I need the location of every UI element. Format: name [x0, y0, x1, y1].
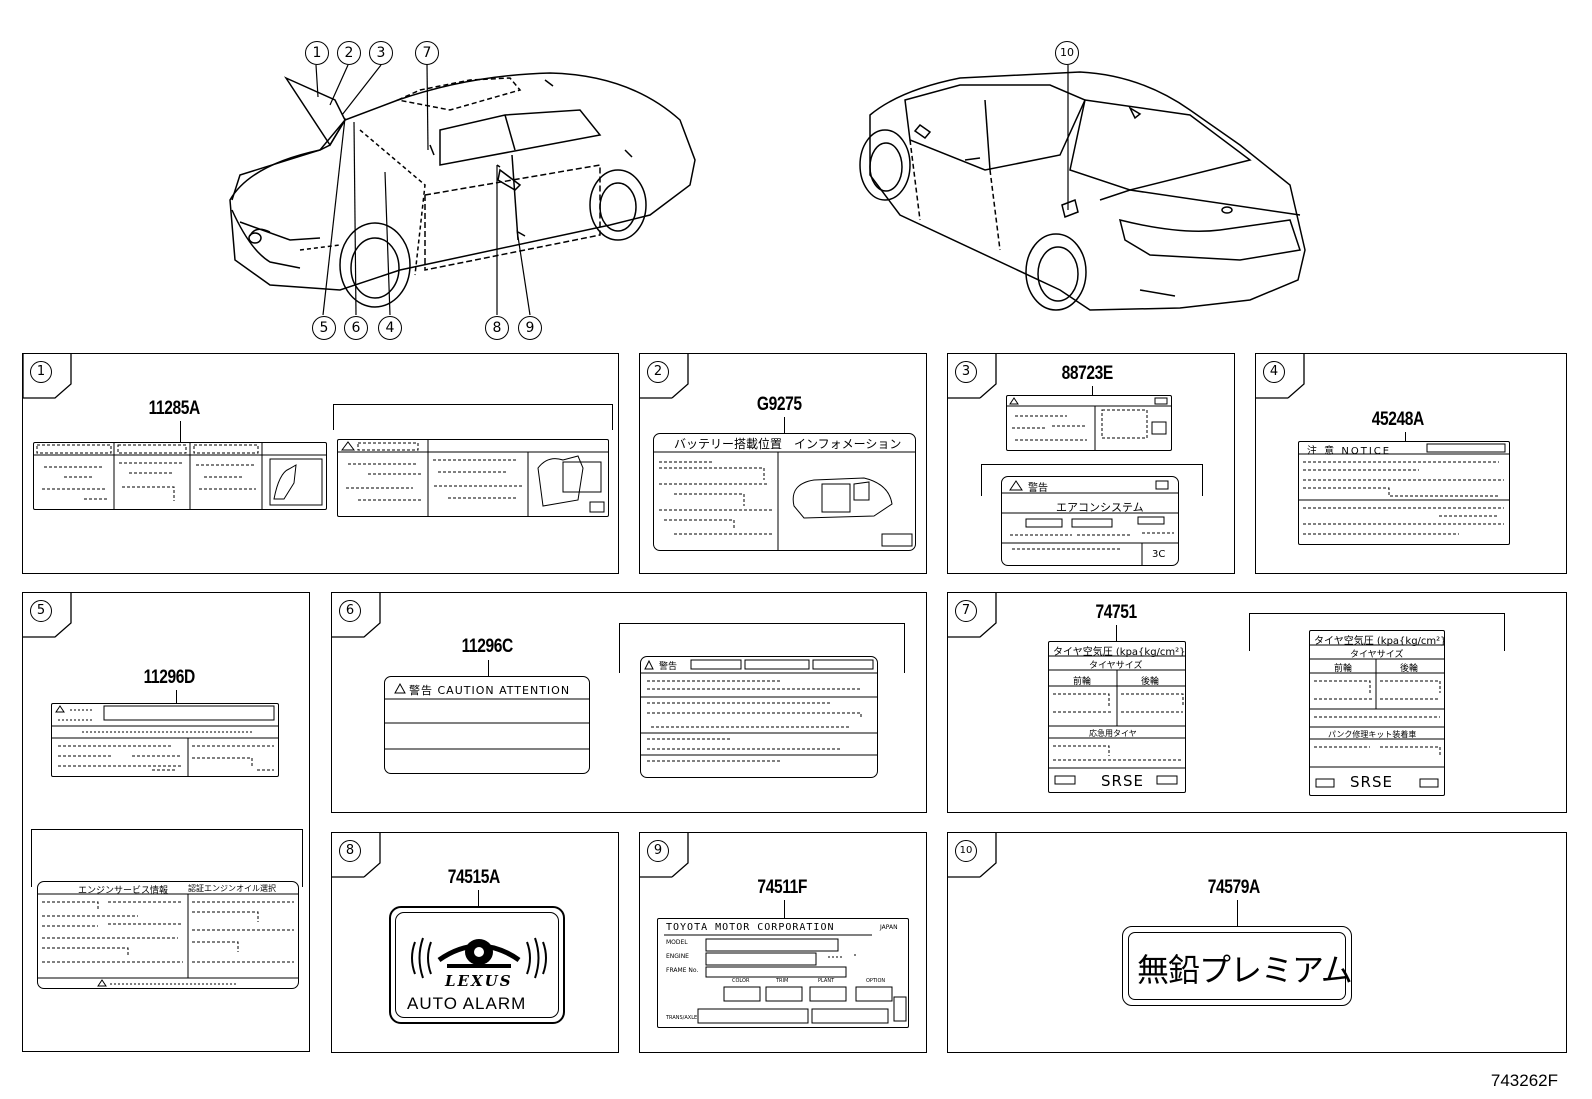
- callout-10: 10: [1055, 41, 1079, 65]
- plant-field-label: PLANT: [818, 978, 835, 984]
- srse-code: SRSE: [1101, 772, 1144, 790]
- part-number-45248A: 45248A: [1371, 409, 1425, 430]
- panel-number: 10: [955, 840, 977, 862]
- lexus-wordmark: LEXUS: [445, 972, 513, 990]
- label-engine-caution: [51, 703, 279, 777]
- panel-number: 2: [647, 361, 669, 383]
- panel-number: 1: [30, 361, 52, 383]
- tire-pressure-title: タイヤ空気圧 (kpa{kg/cm²}): [1053, 647, 1186, 658]
- caution-attention-header: 警告 CAUTION ATTENTION: [409, 684, 571, 697]
- callout-7: 7: [415, 41, 439, 65]
- srse-code-b: SRSE: [1350, 773, 1393, 791]
- notice-header: 注 意 NOTICE: [1307, 446, 1392, 457]
- panel-number: 6: [339, 600, 361, 622]
- rear-wheel-label: 後輪: [1141, 677, 1160, 687]
- engine-service-title: エンジンサービス情報: [78, 886, 169, 896]
- panel-1: 1 11285A: [22, 353, 619, 574]
- tire-size-label-b: タイヤサイズ: [1350, 650, 1404, 660]
- label-tire-pressure-b: タイヤ空気圧 (kpa{kg/cm²}) タイヤサイズ 前輪 後輪 パンク修理キ…: [1309, 630, 1445, 796]
- warning-detail-header: 警告: [659, 662, 678, 672]
- panel-number: 8: [339, 840, 361, 862]
- part-number-11285A: 11285A: [148, 398, 201, 419]
- label-tire-pressure-a: タイヤ空気圧 (kpa{kg/cm²}) タイヤサイズ 前輪 後輪 応急用タイヤ…: [1048, 641, 1186, 793]
- panel-2: 2 G9275 バッテリー搭載位置 インフォメーション: [639, 353, 927, 574]
- callout-3: 3: [369, 41, 393, 65]
- label-aircon-large: 警告 エアコンシステム 3C: [1001, 476, 1179, 566]
- part-number-74515A: 74515A: [447, 867, 501, 888]
- label-battery-info: バッテリー搭載位置 インフォメーション: [653, 433, 916, 551]
- panel-number: 9: [647, 840, 669, 862]
- emergency-tire-label: 応急用タイヤ: [1089, 729, 1137, 738]
- panel-number: 3: [955, 361, 977, 383]
- panel-7: 7 74751 タイヤ空気圧 (kpa{kg/cm²}) タイヤサイズ 前輪 後…: [947, 592, 1567, 813]
- panel-9: 9 74511F TOYOTA MOTOR CORPORATION JAPAN …: [639, 832, 927, 1053]
- trim-field-label: TRIM: [776, 978, 789, 984]
- front-wheel-label: 前輪: [1073, 677, 1092, 687]
- frame-field-label: FRAME No.: [666, 967, 699, 974]
- part-number-74579A: 74579A: [1207, 877, 1261, 898]
- part-number-G9275: G9275: [756, 394, 802, 415]
- rear-wheel-label-b: 後輪: [1400, 664, 1419, 674]
- unleaded-premium-text: 無鉛プレミアム: [1137, 951, 1352, 989]
- callout-8: 8: [485, 316, 509, 340]
- part-number-88723E: 88723E: [1061, 363, 1114, 384]
- engine-field-label: ENGINE: [666, 953, 689, 960]
- tire-size-label: タイヤサイズ: [1089, 661, 1143, 671]
- panel-10: 10 74579A 無鉛プレミアム: [947, 832, 1567, 1053]
- manufacturer-text: TOYOTA MOTOR CORPORATION: [666, 922, 835, 933]
- label-caution-attention: 警告 CAUTION ATTENTION: [384, 676, 590, 774]
- callout-1: 1: [305, 41, 329, 65]
- panel-5: 5 11296D エンジンサービス情報 認証エンジンオイル選択: [22, 592, 310, 1052]
- aircon-warning-text: 警告: [1028, 483, 1048, 494]
- label-engine-service: エンジンサービス情報 認証エンジンオイル選択: [37, 881, 299, 989]
- battery-info-title: バッテリー搭載位置 インフォメーション: [674, 437, 902, 451]
- panel-3: 3 88723E 警告 エアコンシステム 3C: [947, 353, 1235, 574]
- panel-number: 5: [30, 600, 52, 622]
- aircon-code: 3C: [1152, 549, 1166, 560]
- engine-service-subtitle: 認証エンジンオイル選択: [188, 884, 276, 893]
- panel-6: 6 11296C 警告 CAUTION ATTENTION 警告: [331, 592, 927, 813]
- label-notice: 注 意 NOTICE: [1298, 441, 1510, 545]
- aircon-system-text: エアコンシステム: [1056, 501, 1144, 514]
- front-car-illustration: [229, 63, 1306, 316]
- tire-pressure-title-b: タイヤ空気圧 (kpa{kg/cm²}): [1314, 636, 1445, 647]
- panel-4: 4 45248A 注 意 NOTICE: [1255, 353, 1567, 574]
- part-number-11296C: 11296C: [461, 636, 514, 657]
- label-11285a-left: [33, 442, 327, 510]
- color-field-label: COLOR: [732, 978, 750, 984]
- callout-6: 6: [344, 316, 368, 340]
- panel-number: 4: [1263, 361, 1285, 383]
- country-text: JAPAN: [880, 924, 898, 931]
- front-wheel-label-b: 前輪: [1334, 664, 1353, 674]
- label-vehicle-id: TOYOTA MOTOR CORPORATION JAPAN MODEL ENG…: [657, 918, 909, 1028]
- callout-5: 5: [312, 316, 336, 340]
- drawing-id: 743262F: [1490, 1071, 1558, 1090]
- part-number-74751: 74751: [1095, 602, 1138, 623]
- callout-9: 9: [518, 316, 542, 340]
- callout-2: 2: [337, 41, 361, 65]
- panel-8: 8 74515A LEXUS AUTO ALARM: [331, 832, 619, 1053]
- puncture-kit-label: パンク修理キット装着車: [1328, 730, 1417, 739]
- label-unleaded-premium: 無鉛プレミアム: [1122, 926, 1352, 1006]
- label-11285a-right: [337, 439, 609, 517]
- label-auto-alarm: LEXUS AUTO ALARM: [389, 906, 565, 1024]
- part-number-74511F: 74511F: [757, 877, 807, 898]
- trans-field-label: TRANS/AXLE: [666, 1015, 698, 1021]
- part-number-11296D: 11296D: [143, 667, 196, 688]
- model-field-label: MODEL: [666, 939, 688, 946]
- option-field-label: OPTION: [866, 978, 886, 984]
- label-aircon-small: [1006, 395, 1172, 451]
- auto-alarm-text: AUTO ALARM: [407, 994, 527, 1013]
- callout-4: 4: [378, 316, 402, 340]
- panel-number: 7: [955, 600, 977, 622]
- label-warning-detail: 警告: [640, 656, 878, 778]
